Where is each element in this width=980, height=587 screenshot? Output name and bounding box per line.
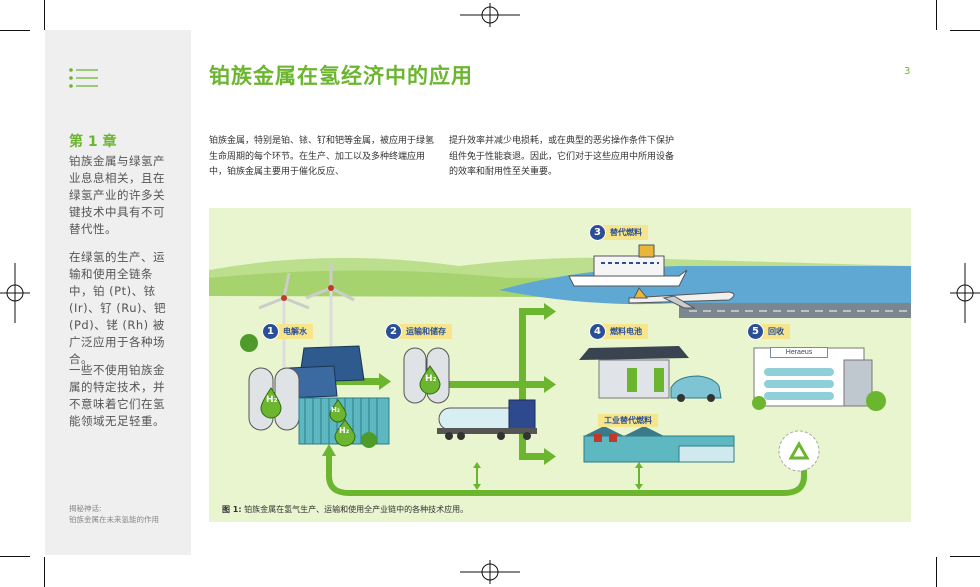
body-column-1: 铂族金属，特别是铂、铱、钌和钯等金属，被应用于绿氢生命周期的每个环节。在生产、加… [209,136,435,177]
registration-mark [460,560,520,584]
electrolyzer-tanks [248,367,390,447]
document-footer: 揭秘神话: 铂族金属在未来氢能的作用 [69,503,159,525]
step-label: 运输和储存 [398,324,452,339]
footer-subtitle: 铂族金属在未来氢能的作用 [69,515,159,524]
fuel-station [579,346,722,402]
registration-mark [460,3,520,27]
hydrogen-value-chain-illustration [209,208,911,522]
step-number: 1 [262,323,279,340]
body-column-2: 提升效率并减少电损耗，或在典型的恶劣操作条件下保护组件免于性能衰退。因此，它们对… [449,136,675,177]
crop-mark [0,30,30,31]
step-number: 5 [747,323,764,340]
step-label: 电解水 [275,324,313,339]
step-1-electrolysis: 1 电解水 [262,323,313,340]
step-4-fuel-cell: 4 燃料电池 [589,323,648,340]
registration-mark [950,263,980,323]
h2-label: H₂ [425,374,437,384]
company-sign: Heraeus [770,347,828,358]
footer-title: 揭秘神话: [69,504,102,513]
industry-fuel-label: 工业替代燃料 [598,414,658,427]
sidebar-panel [45,30,191,555]
crop-mark [0,556,30,557]
h2-label: H₂ [339,426,350,435]
sidebar-paragraph: 铂族金属与绿氢产业息息相关，且在绿氢产业的许多关键技术中具有不可替代性。 [69,154,165,236]
crop-mark [44,0,45,30]
cruise-ship [568,244,688,287]
sidebar-paragraph: 一些不使用铂族金属的特定技术，并不意味着它们在氢能领域无足轻重。 [69,363,165,428]
airplane [628,287,735,309]
h2-label: H₂ [331,406,340,414]
flow-arrows [329,303,556,465]
page-number: 3 [904,66,911,77]
chapter-heading: 第 1 章 [69,134,117,150]
step-label: 燃料电池 [602,324,648,339]
page-title: 铂族金属在氢经济中的应用 [209,64,473,88]
recycle-loop-arrow [326,453,807,496]
step-number: 3 [589,224,606,241]
storage-tanks [403,347,450,404]
step-5-recycling: 5 回收 [747,323,790,340]
step-label: 替代燃料 [602,225,648,240]
caption-prefix: 图 1: [222,505,242,514]
step-3-alternative-fuel: 3 替代燃料 [589,224,648,241]
crop-mark [950,30,980,31]
hydrogen-truck [437,399,537,440]
registration-mark [0,263,30,323]
step-2-transport-storage: 2 运输和储存 [385,323,452,340]
h2-label: H₂ [266,395,278,405]
menu-icon[interactable] [69,68,99,88]
double-arrows [473,462,643,490]
step-number: 2 [385,323,402,340]
crop-mark [936,0,937,30]
step-label: 回收 [760,324,790,339]
sidebar-paragraph: 在绿氢的生产、运输和使用全链条中，铂 (Pt)、铱 (Ir)、钌 (Ru)、钯 … [69,250,166,366]
step-number: 4 [589,323,606,340]
caption-text: 铂族金属在氢气生产、运输和使用全产业链中的各种技术应用。 [244,505,469,514]
crop-mark [44,557,45,587]
industrial-plant [583,426,735,463]
crop-mark [950,556,980,557]
crop-mark [936,557,937,587]
figure-caption: 图 1: 铂族金属在氢气生产、运输和使用全产业链中的各种技术应用。 [222,504,468,515]
